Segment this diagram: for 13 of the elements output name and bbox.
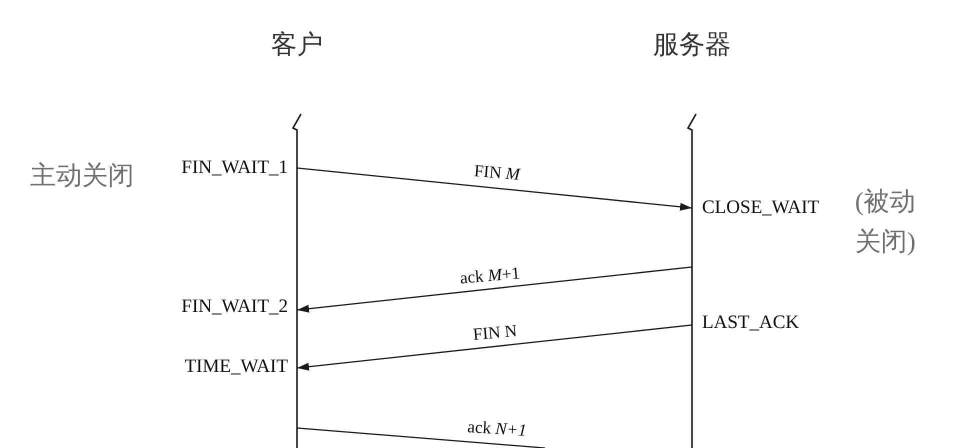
state-label: CLOSE_WAIT [702,198,820,218]
state-label: FIN_WAIT_2 [181,297,288,317]
state-label: FIN_WAIT_1 [181,158,288,178]
state-label: TIME_WAIT [184,357,288,377]
participant-label: 客户 [271,30,323,60]
state-label: LAST_ACK [702,313,800,333]
annotation-text: (被动关闭) [855,186,917,258]
message-arrow [296,266,692,313]
message-arrow [296,324,692,371]
message-arrow [296,167,692,211]
participant-label: 服务器 [653,30,731,60]
message-line [296,427,546,448]
annotation-text: 主动关闭 [30,160,134,192]
